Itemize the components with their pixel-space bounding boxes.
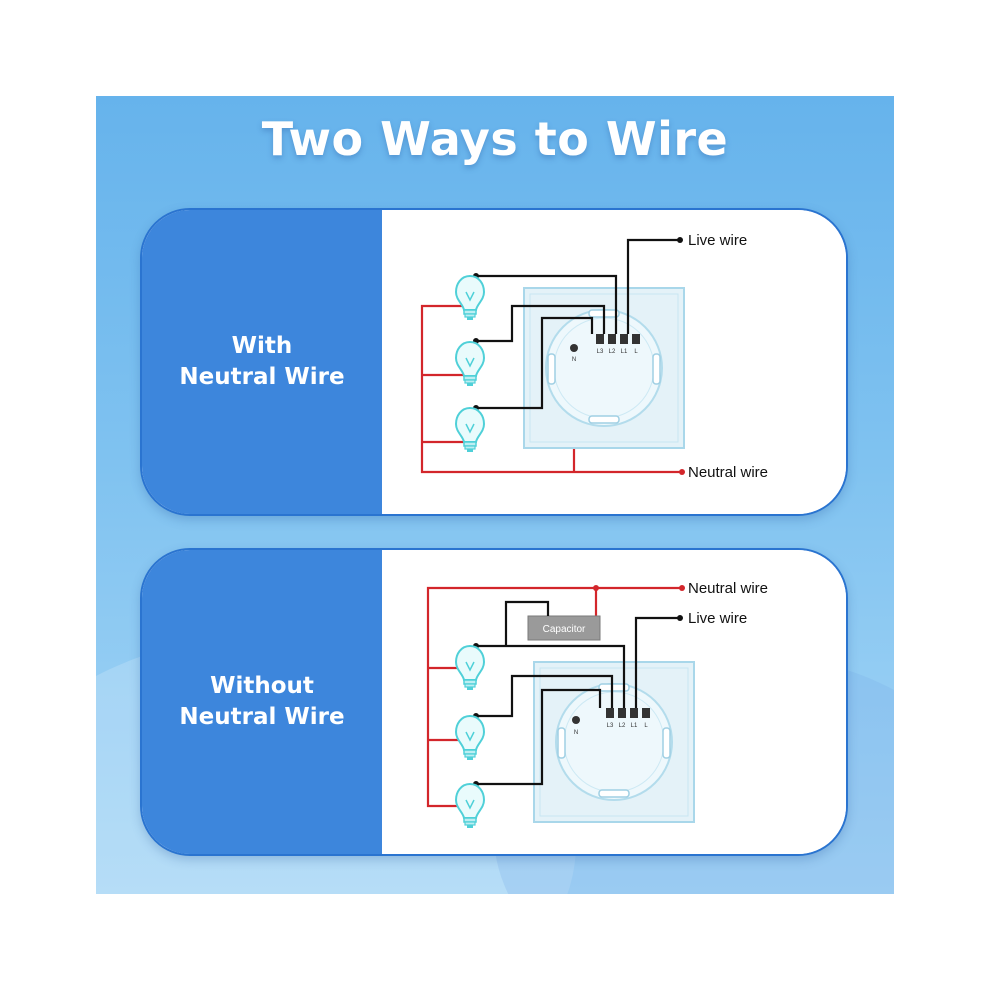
wiring-card-with-neutral: With Neutral Wire xyxy=(140,208,848,516)
smart-switch-panel: L3 L2 L1 L N xyxy=(533,661,695,823)
neutral-wire-label: Neutral wire xyxy=(688,464,768,481)
card-label-line1: Without xyxy=(210,673,314,699)
terminal-l-label: L xyxy=(634,349,638,355)
capacitor-label: Capacitor xyxy=(543,624,586,635)
card-label: Without Neutral Wire xyxy=(179,671,344,733)
terminal-l2-label: L2 xyxy=(609,349,616,355)
page-title: Two Ways to Wire xyxy=(261,112,729,166)
bulb-icon xyxy=(455,341,485,387)
live-wire-label: Live wire xyxy=(688,232,747,249)
terminal-n-label: N xyxy=(574,730,578,736)
terminal-l1-label: L1 xyxy=(621,349,628,355)
neutral-wire-label: Neutral wire xyxy=(688,580,768,597)
terminal-l1-label: L1 xyxy=(631,723,638,729)
live-wire-label: Live wire xyxy=(688,610,747,627)
neutral-junction xyxy=(679,469,685,475)
card-label-line2: Neutral Wire xyxy=(179,364,345,390)
neutral-junction xyxy=(593,585,599,591)
wiring-diagram-panel: L3 L2 L1 L N Live wire xyxy=(382,210,846,514)
wiring-card-without-neutral: Without Neutral Wire Capacitor xyxy=(140,548,848,856)
bulb-icon xyxy=(455,645,485,691)
card-label-panel: With Neutral Wire xyxy=(142,210,382,514)
terminal-l3-label: L3 xyxy=(607,723,614,729)
card-label: With Neutral Wire xyxy=(179,331,344,393)
bulb-icon xyxy=(455,783,485,829)
terminal-block xyxy=(572,708,650,724)
wiring-diagram-without-neutral: Capacitor L3 L2 L1 L N xyxy=(426,580,768,829)
card-label-line2: Neutral Wire xyxy=(179,704,345,730)
terminal-block xyxy=(570,334,640,352)
capacitor: Capacitor xyxy=(527,615,601,641)
terminal-l3-label: L3 xyxy=(597,349,604,355)
card-label-line1: With xyxy=(231,333,293,359)
card-label-panel: Without Neutral Wire xyxy=(142,550,382,854)
live-wires xyxy=(476,600,680,786)
smart-switch-panel: L3 L2 L1 L N xyxy=(523,287,685,449)
terminal-l-label: L xyxy=(644,723,648,729)
bulb-icon xyxy=(455,275,485,321)
bulb-icon xyxy=(455,407,485,453)
wiring-diagram-with-neutral: L3 L2 L1 L N Live wire xyxy=(420,232,768,481)
wiring-diagram-panel: Capacitor L3 L2 L1 L N xyxy=(382,550,846,854)
bulb-icon xyxy=(455,715,485,761)
neutral-junction xyxy=(679,585,685,591)
terminal-l2-label: L2 xyxy=(619,723,626,729)
live-wires xyxy=(476,238,680,410)
terminal-n-label: N xyxy=(572,357,576,363)
